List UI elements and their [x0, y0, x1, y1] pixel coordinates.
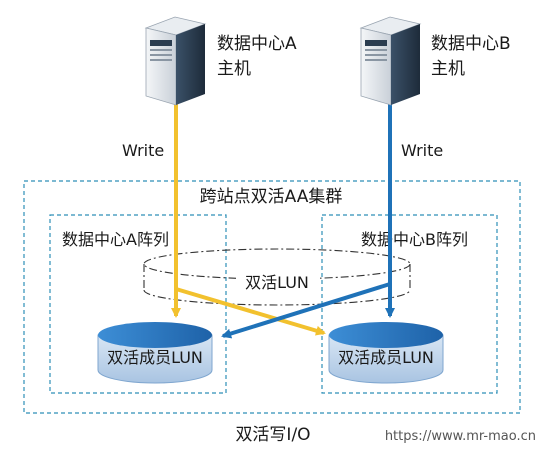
diagram-caption: 双活写I/O	[235, 425, 310, 445]
member-lun-b-disk-icon	[328, 322, 444, 384]
member-lun-b-label: 双活成员LUN	[338, 348, 434, 367]
server-a-label-line2: 主机	[217, 59, 251, 79]
member-lun-a-label: 双活成员LUN	[107, 348, 203, 367]
array-a-label: 数据中心A阵列	[62, 230, 169, 249]
path-b-cross-arrow-icon	[221, 282, 391, 339]
path-a-cross-arrow-icon	[175, 287, 326, 336]
cluster-box	[23, 180, 521, 414]
write-right-label: Write	[401, 141, 443, 160]
server-a-icon	[144, 16, 207, 106]
member-lun-a-disk-icon	[97, 322, 213, 384]
server-b-label-line2: 主机	[431, 59, 465, 79]
write-right-bg	[398, 139, 452, 161]
cluster-label: 跨站点双活AA集群	[200, 187, 343, 207]
server-b-icon	[359, 16, 422, 106]
write-path-a	[171, 103, 326, 336]
cluster-label-bg	[188, 183, 356, 207]
array-a-box	[49, 214, 227, 394]
write-left-label: Write	[122, 141, 164, 160]
array-b-label: 数据中心B阵列	[361, 230, 468, 249]
server-b-label-line1: 数据中心B	[431, 34, 511, 54]
hyper-lun-label-bg	[236, 270, 320, 292]
server-a-label-line1: 数据中心A	[217, 34, 297, 54]
write-path-b	[221, 103, 395, 339]
watermark-url: https://www.mr-mao.cn	[385, 429, 536, 444]
hyper-lun-label: 双活LUN	[245, 273, 309, 292]
write-left-bg	[120, 139, 174, 161]
